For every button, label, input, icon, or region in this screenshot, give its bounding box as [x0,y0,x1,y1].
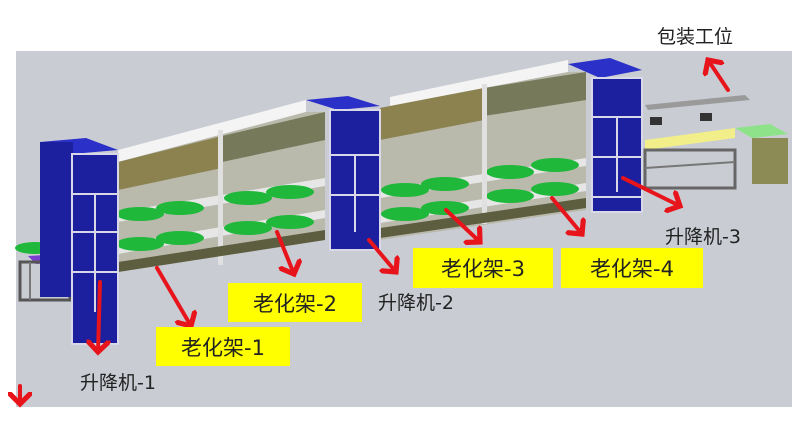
label-packing-station: 包装工位 [657,26,734,48]
arrow-lift-3 [621,176,680,206]
aging-rack-1-2 [116,100,325,272]
arrow-rack-1 [155,266,191,326]
label-lift-1: 升降机-1 [80,372,156,394]
arrow-lift-1 [98,280,100,352]
arrow-lift-2 [367,238,396,272]
arrow-rack-3 [444,208,480,242]
label-rack-3: 老化架-3 [413,248,553,288]
lift-2 [306,96,381,251]
label-lift-2: 升降机-2 [378,292,454,314]
label-rack-4: 老化架-4 [561,248,703,288]
lift-3 [568,58,643,213]
label-lift-3: 升降机-3 [665,226,741,248]
lift-1 [40,138,119,345]
arrow-rack-2 [275,230,294,274]
arrow-packing-station [708,60,730,92]
label-rack-2: 老化架-2 [228,283,362,322]
packing-station [643,95,788,190]
label-rack-1: 老化架-1 [156,327,290,366]
arrow-rack-4 [550,196,582,234]
aging-rack-3-4 [380,60,586,240]
